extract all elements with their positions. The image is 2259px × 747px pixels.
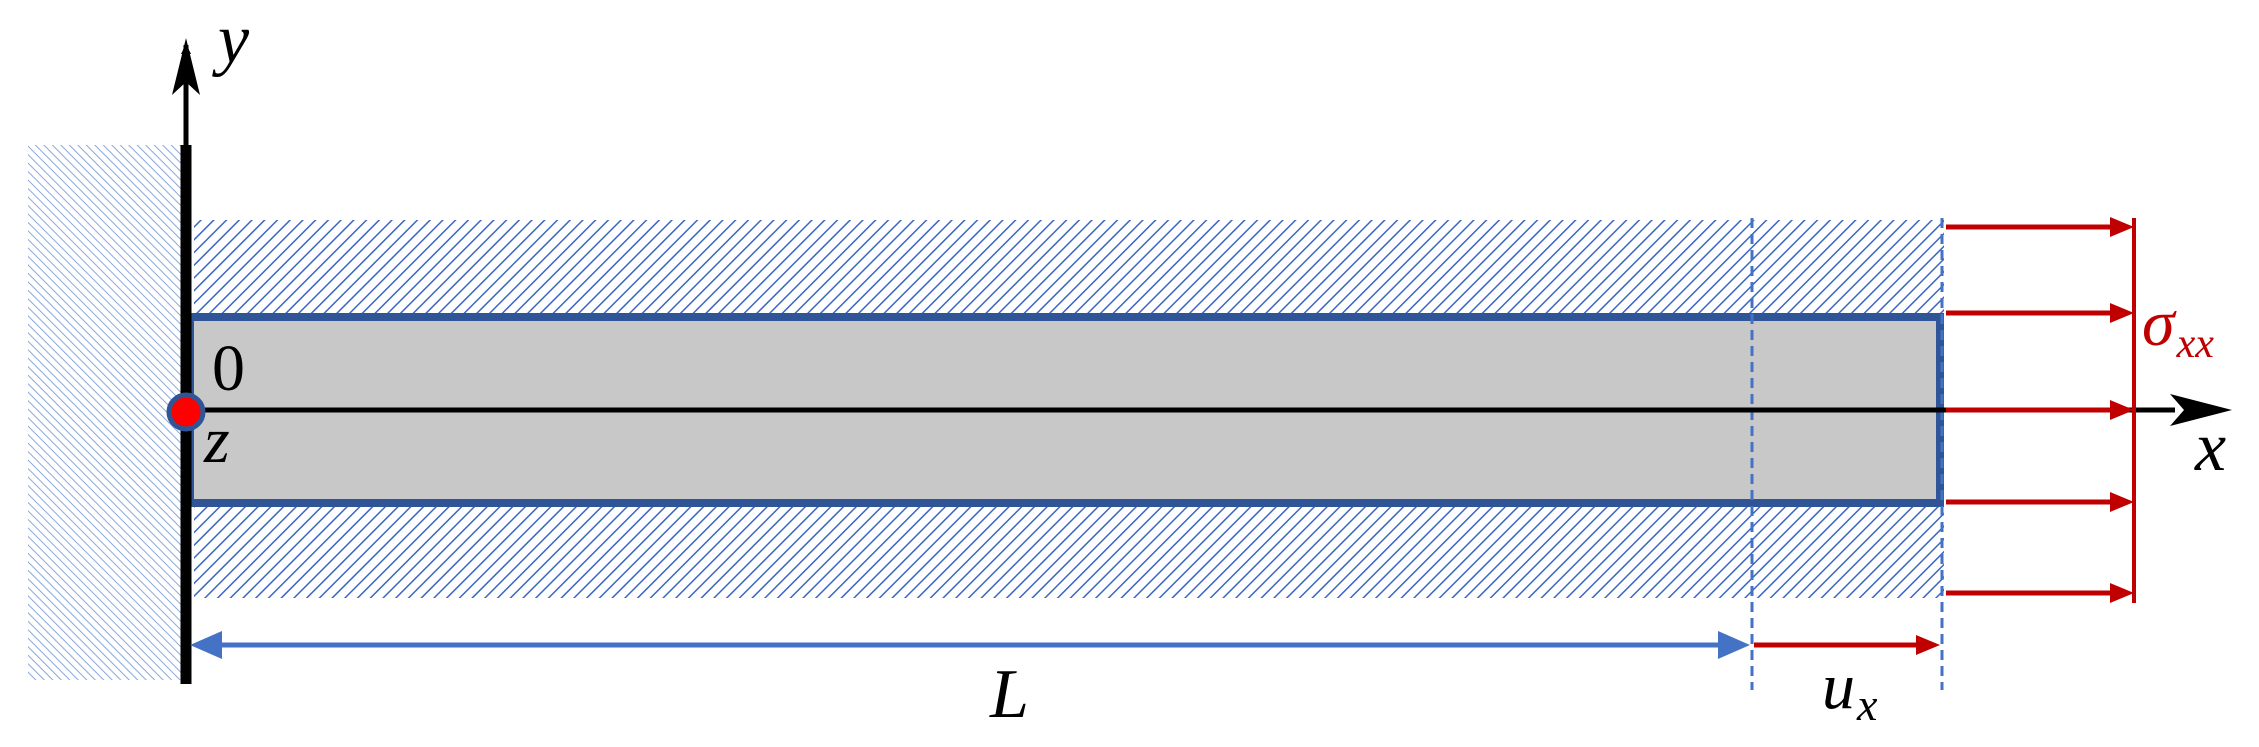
length-arrowhead-right: [1718, 631, 1750, 659]
length-arrowhead-left: [190, 631, 222, 659]
upper-hatched-block: [194, 220, 1944, 317]
stress-arrowhead: [2110, 492, 2134, 512]
x-axis-arrowhead: [2170, 394, 2232, 426]
y-axis-label: y: [212, 1, 250, 78]
displacement-label: ux: [1822, 650, 1878, 730]
displacement-arrowhead: [1916, 635, 1940, 655]
origin-label: 0: [212, 332, 245, 405]
stress-arrowhead: [2110, 400, 2134, 420]
length-label: L: [989, 656, 1029, 733]
x-axis-label: x: [2194, 409, 2226, 486]
origin-point: [166, 392, 206, 432]
lower-hatched-block: [194, 503, 1944, 598]
stress-label: σxx: [2142, 287, 2214, 367]
stress-subscript: xx: [2176, 321, 2215, 367]
stress-arrows: [1946, 217, 2136, 603]
stress-arrowhead: [2110, 303, 2134, 323]
fixed-wall-hatch: [28, 145, 184, 680]
stress-arrowhead: [2110, 583, 2134, 603]
displacement-subscript: x: [1856, 679, 1878, 730]
z-axis-label: z: [203, 404, 230, 477]
stress-arrowhead: [2110, 217, 2134, 237]
y-axis-arrowhead: [172, 38, 200, 95]
